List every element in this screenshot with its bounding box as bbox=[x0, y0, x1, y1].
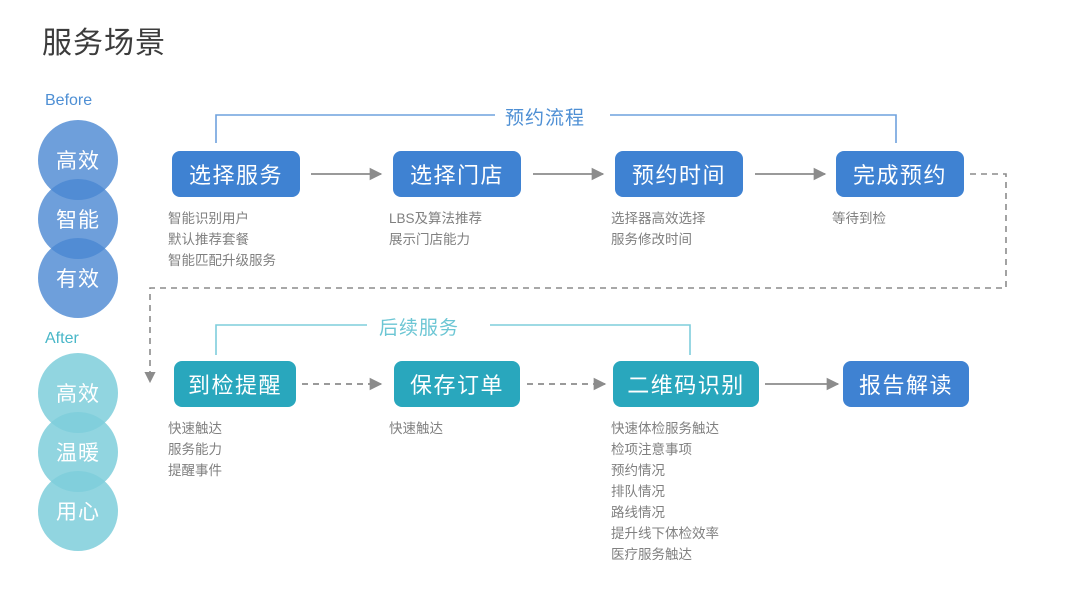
node-bottom-3-label: 二维码识别 bbox=[627, 373, 745, 398]
bullet-item: 展示门店能力 bbox=[389, 232, 470, 247]
node-top-1-label: 选择服务 bbox=[188, 163, 283, 188]
bullets-bottom-3: 快速体检服务触达 检项注意事项 预约情况 排队情况 路线情况 提升线下体检效率 … bbox=[611, 418, 719, 565]
node-bottom-3[interactable]: 二维码识别 bbox=[613, 361, 759, 407]
bullet-item: 选择器高效选择 bbox=[611, 211, 706, 226]
node-bottom-2-label: 保存订单 bbox=[409, 373, 504, 398]
bracket-label-top: 预约流程 bbox=[505, 108, 586, 129]
bullet-item: 服务修改时间 bbox=[611, 232, 692, 247]
page-title: 服务场景 bbox=[42, 27, 166, 60]
node-top-4[interactable]: 完成预约 bbox=[836, 151, 964, 197]
loopback-dashed-path bbox=[144, 173, 1007, 384]
bracket-label-bottom: 后续服务 bbox=[379, 318, 460, 339]
node-top-2[interactable]: 选择门店 bbox=[393, 151, 521, 197]
node-top-1[interactable]: 选择服务 bbox=[172, 151, 300, 197]
bullet-item: 等待到检 bbox=[832, 211, 886, 226]
bullet-item: 排队情况 bbox=[611, 484, 665, 499]
bullet-item: LBS及算法推荐 bbox=[389, 211, 483, 226]
bullet-item: 快速体检服务触达 bbox=[611, 421, 719, 436]
bullet-item: 快速触达 bbox=[389, 421, 443, 436]
bullets-top-4: 等待到检 bbox=[832, 208, 886, 229]
bullet-item: 智能匹配升级服务 bbox=[168, 253, 276, 268]
after-circle-3: 用心 bbox=[38, 471, 118, 551]
bullet-item: 服务能力 bbox=[168, 442, 222, 457]
bullet-item: 路线情况 bbox=[611, 505, 665, 520]
node-top-3-label: 预约时间 bbox=[631, 163, 726, 188]
node-bottom-4[interactable]: 报告解读 bbox=[843, 361, 969, 407]
bullets-bottom-1: 快速触达 服务能力 提醒事件 bbox=[168, 418, 222, 481]
node-top-4-label: 完成预约 bbox=[852, 163, 947, 188]
bullet-item: 医疗服务触达 bbox=[611, 547, 692, 562]
bullet-item: 默认推荐套餐 bbox=[168, 232, 249, 247]
node-top-2-label: 选择门店 bbox=[409, 163, 504, 188]
stage-label-after: After bbox=[45, 330, 79, 347]
after-circle-2-label: 温暖 bbox=[56, 442, 100, 465]
bullets-top-2: LBS及算法推荐 展示门店能力 bbox=[389, 208, 482, 250]
bullet-item: 快速触达 bbox=[168, 421, 222, 436]
before-circle-3-label: 有效 bbox=[56, 268, 100, 291]
bullet-item: 智能识别用户 bbox=[168, 211, 249, 226]
before-circle-3: 有效 bbox=[38, 238, 118, 318]
node-top-3[interactable]: 预约时间 bbox=[615, 151, 743, 197]
stage-label-before: Before bbox=[45, 92, 93, 109]
bullet-item: 提醒事件 bbox=[168, 463, 222, 478]
after-circle-3-label: 用心 bbox=[56, 501, 100, 524]
after-circle-1-label: 高效 bbox=[56, 383, 100, 406]
bullet-item: 检项注意事项 bbox=[611, 442, 692, 457]
node-bottom-4-label: 报告解读 bbox=[858, 373, 953, 398]
before-circle-1-label: 高效 bbox=[56, 150, 100, 173]
bullets-top-1: 智能识别用户 默认推荐套餐 智能匹配升级服务 bbox=[168, 208, 276, 271]
before-circle-2-label: 智能 bbox=[56, 209, 100, 232]
node-bottom-2[interactable]: 保存订单 bbox=[394, 361, 520, 407]
bullets-top-3: 选择器高效选择 服务修改时间 bbox=[611, 208, 706, 250]
bullets-bottom-2: 快速触达 bbox=[389, 418, 443, 439]
node-bottom-1-label: 到检提醒 bbox=[187, 373, 282, 398]
node-bottom-1[interactable]: 到检提醒 bbox=[174, 361, 296, 407]
bullet-item: 预约情况 bbox=[611, 463, 665, 478]
bullet-item: 提升线下体检效率 bbox=[611, 526, 719, 541]
